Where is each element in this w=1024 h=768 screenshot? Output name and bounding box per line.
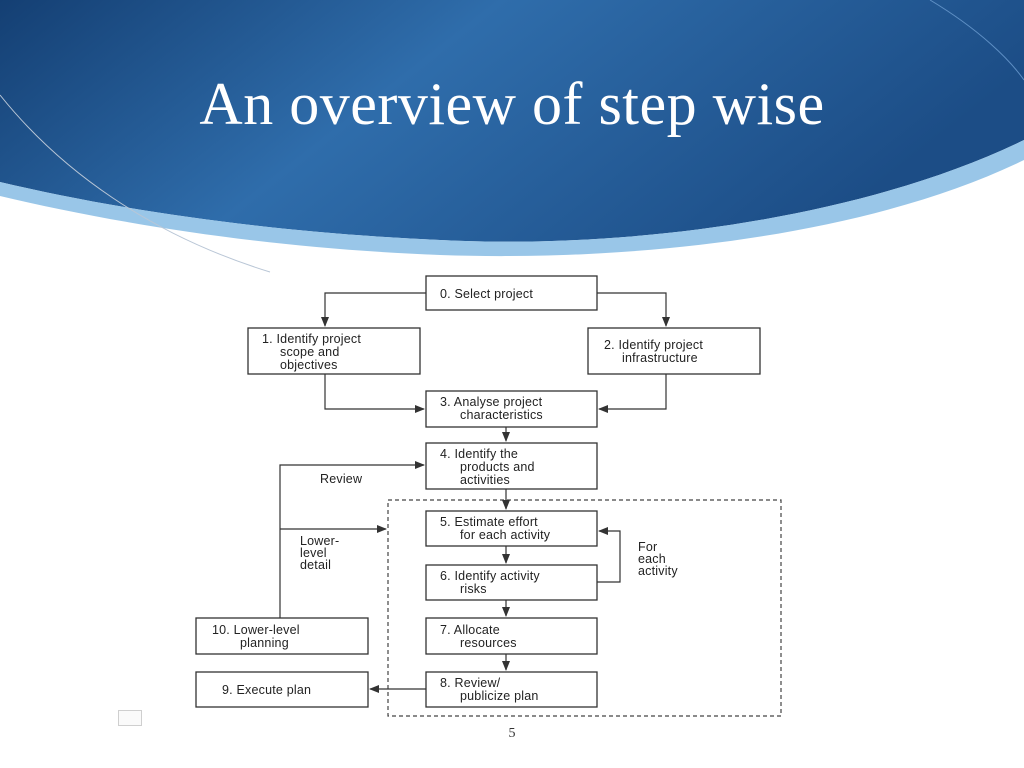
step-6-line-1: 6. Identify activity	[440, 569, 540, 583]
svg-text:9. Execute plan: 9. Execute plan	[222, 683, 311, 697]
svg-text:2. Identify project infr: 2. Identify project infrastructure	[604, 338, 707, 365]
svg-text:4. Identify the products: 4. Identify the products and activities	[440, 447, 538, 487]
slide-thumbnail-placeholder	[118, 710, 142, 726]
step-4-line-2: products and	[460, 460, 535, 474]
step-8-box: 8. Review/ publicize plan	[425, 671, 598, 708]
svg-text:1. Identify project scop: 1. Identify project scope and objectives	[262, 332, 365, 372]
step-7-line-2: resources	[460, 636, 517, 650]
step-1-line-2: scope and	[280, 345, 339, 359]
svg-text:7. Allocate resources: 7. Allocate resources	[440, 623, 517, 650]
step-2-line-1: 2. Identify project	[604, 338, 703, 352]
svg-text:8. Review/ publicize pla: 8. Review/ publicize plan	[440, 676, 539, 703]
arrow-0-to-1	[321, 292, 426, 327]
step-6-line-2: risks	[460, 582, 487, 596]
step-1-box: 1. Identify project scope and objectives	[247, 327, 421, 375]
step-3-line-1: 3. Analyse project	[440, 395, 543, 409]
activity-loop-frame	[387, 499, 782, 717]
svg-text:3. Analyse project chara: 3. Analyse project characteristics	[440, 395, 546, 422]
for-each-activity-line-3: activity	[638, 564, 678, 578]
step-5-line-2: for each activity	[460, 528, 551, 542]
loop-6-to-5	[597, 527, 621, 583]
step-10-line-2: planning	[240, 636, 289, 650]
arrow-1-to-3	[324, 374, 425, 413]
svg-text:5. Estimate effort for e: 5. Estimate effort for each activity	[440, 515, 551, 542]
step-7-box: 7. Allocate resources	[425, 617, 598, 655]
for-each-activity-label: For each activity	[638, 540, 678, 578]
step-8-line-1: 8. Review/	[440, 676, 501, 690]
step-0-line-1: 0. Select project	[440, 287, 533, 301]
step-3-box: 3. Analyse project characteristics	[425, 390, 598, 428]
for-each-activity-line-2: each	[638, 552, 666, 566]
page-number: 5	[508, 726, 516, 741]
step-8-line-2: publicize plan	[460, 689, 539, 703]
step-1-line-3: objectives	[280, 358, 338, 372]
step-7-line-1: 7. Allocate	[440, 623, 500, 637]
step-3-line-2: characteristics	[460, 408, 543, 422]
review-label: Review	[320, 472, 363, 486]
for-each-activity-line-1: For	[638, 540, 657, 554]
step-5-line-1: 5. Estimate effort	[440, 515, 538, 529]
lower-level-detail-line-3: detail	[300, 558, 331, 572]
step-2-box: 2. Identify project infrastructure	[587, 327, 761, 375]
step-4-line-3: activities	[460, 473, 510, 487]
step-1-line-1: 1. Identify project	[262, 332, 361, 346]
step-2-line-2: infrastructure	[622, 351, 698, 365]
step-5-box: 5. Estimate effort for each activity	[425, 510, 598, 547]
slide-title: An overview of step wise	[199, 71, 825, 137]
header-background	[0, 0, 1024, 273]
lower-level-detail-line-1: Lower-	[300, 534, 339, 548]
review-loop-10-to-4	[279, 461, 425, 618]
svg-text:6. Identify activity ris: 6. Identify activity risks	[440, 569, 544, 596]
step-0-box: 0. Select project	[425, 275, 598, 311]
step-4-box: 4. Identify the products and activities	[425, 442, 598, 490]
arrow-2-to-3	[598, 374, 667, 413]
lower-level-detail-label: Lower- level detail	[300, 534, 343, 572]
step-4-line-1: 4. Identify the	[440, 447, 518, 461]
lower-level-detail-line-2: level	[300, 546, 327, 560]
step-10-box: 10. Lower-level planning	[195, 617, 369, 655]
step-10-line-1: 10. Lower-level	[212, 623, 300, 637]
svg-text:10. Lower-level planning: 10. Lower-level planning	[212, 623, 303, 650]
step-6-box: 6. Identify activity risks	[425, 564, 598, 601]
step-9-box: 9. Execute plan	[195, 671, 369, 708]
arrow-0-to-2	[597, 292, 670, 327]
svg-text:0. Select project: 0. Select project	[440, 287, 533, 301]
step-9-line-1: 9. Execute plan	[222, 683, 311, 697]
